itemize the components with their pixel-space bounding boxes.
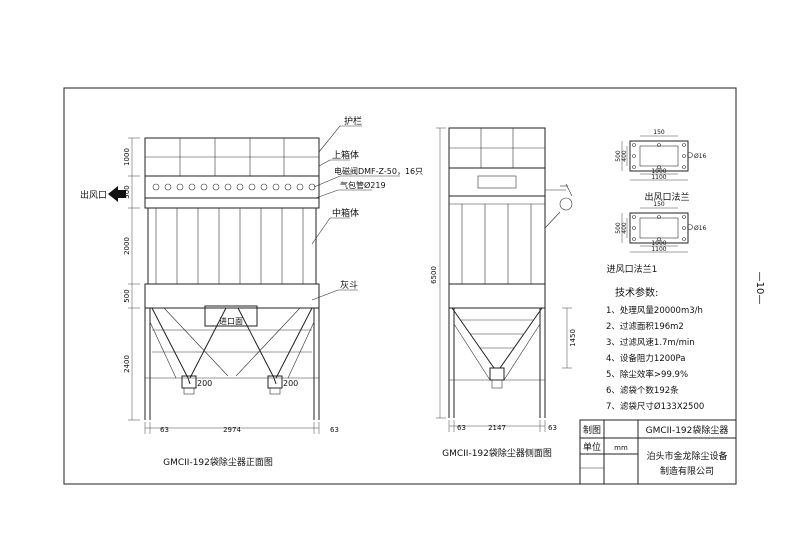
- dim-h1000: 1000: [123, 148, 131, 166]
- inlet-flange: 150 500 400 1000 1100 Ø16 进风口法兰1: [607, 201, 707, 275]
- inlet-mark-label: 进口面: [219, 317, 243, 326]
- tech-params: 技术参数: 1、处理风量20000m3/h 2、过滤面积196m2 3、过滤风速…: [606, 286, 704, 412]
- valve-row: [152, 183, 316, 191]
- side-hopper-outlet: [489, 367, 505, 381]
- front-view-caption: GMCII-192袋除尘器正面图: [163, 456, 273, 468]
- dim-h500b: 500: [123, 289, 131, 302]
- outlet-label: 出风口: [80, 189, 107, 201]
- draw-label: 制图: [583, 424, 601, 436]
- outlet-flange-top: 150: [653, 129, 665, 136]
- tech-item: 4、设备阻力1200Pa: [606, 353, 686, 364]
- dim-side-w63b: 63: [548, 424, 557, 432]
- dim-h2000: 2000: [123, 237, 131, 255]
- outlet-flange-hole: Ø16: [694, 153, 707, 160]
- outlet-flange-h400: 400: [621, 150, 628, 162]
- page-number: —10—: [754, 272, 765, 305]
- inlet-flange-w1100: 1100: [651, 246, 666, 253]
- side-hopper-band: [448, 283, 546, 309]
- dim-side-w63: 63: [457, 424, 466, 432]
- outlet-200-right: 200: [283, 379, 298, 388]
- inlet-flange-w1000: 1000: [651, 240, 666, 247]
- dim-w63-left: 63: [160, 426, 169, 434]
- tech-item: 1、处理风量20000m3/h: [606, 305, 703, 316]
- drawing-frame: [63, 87, 737, 485]
- outlet-flange-h500: 500: [615, 150, 622, 162]
- hopper-band: [144, 283, 320, 309]
- side-view-caption: GMCII-192袋除尘器侧面图: [442, 447, 552, 459]
- guardrail-label: 护栏: [344, 115, 362, 127]
- company-line2: 制造有限公司: [660, 465, 714, 477]
- tech-item: 5、除尘效率>99.9%: [606, 369, 688, 380]
- inlet-flange-hole: Ø16: [694, 225, 707, 232]
- outlet-flange: 150 500 400 1000 1100 Ø16 出风口法兰: [615, 129, 707, 203]
- side-middle-box: [448, 195, 546, 285]
- pipe-label: 气包管Ø219: [340, 180, 386, 190]
- air-pipe: [144, 197, 320, 209]
- tech-item: 2、过滤面积196m2: [606, 321, 684, 332]
- dim-h2400: 2400: [123, 355, 131, 373]
- dim-w2974: 2974: [223, 426, 241, 434]
- dim-w2147: 2147: [488, 424, 506, 432]
- middle-box: [147, 207, 317, 285]
- tech-item: 3、过滤风速1.7m/min: [606, 337, 695, 348]
- dim-h1450: 1450: [569, 329, 577, 347]
- tech-item: 7、滤袋尺寸Ø133X2500: [606, 401, 704, 412]
- outlet-200-left: 200: [197, 379, 212, 388]
- inlet-flange-top: 150: [653, 201, 665, 208]
- dim-w63-right: 63: [330, 426, 339, 434]
- side-upper-box: [448, 167, 546, 197]
- outlet-flange-w1000: 1000: [651, 168, 666, 175]
- inlet-flange-h500: 500: [615, 222, 622, 234]
- middle-box-label: 中箱体: [332, 207, 359, 219]
- tech-title: 技术参数:: [615, 286, 658, 299]
- unit-label: 单位: [583, 441, 601, 453]
- hopper-label: 灰斗: [340, 279, 358, 291]
- inlet-port: [204, 305, 258, 327]
- unit-value: mm: [614, 444, 628, 452]
- dim-h500a: 500: [123, 185, 131, 198]
- side-view: 6500 1450 63 2147 63 GMCII-192袋除尘器侧面图: [430, 127, 577, 459]
- company-line1: 泊头市金龙除尘设备: [646, 450, 727, 462]
- drawing-name: GMCII-192袋除尘器: [646, 424, 729, 436]
- side-valve: [544, 183, 573, 229]
- dim-h6500: 6500: [430, 266, 438, 284]
- inlet-flange-h400: 400: [621, 222, 628, 234]
- upper-box-label: 上箱体: [332, 149, 359, 161]
- inlet-flange-title: 进风口法兰1: [607, 263, 658, 275]
- outlet-flange-w1100: 1100: [651, 174, 666, 181]
- title-block: 制图 单位 mm GMCII-192袋除尘器 泊头市金龙除尘设备 制造有限公司: [579, 419, 737, 485]
- front-view: 进口面 200 200: [80, 115, 423, 468]
- outlet-flange-title: 出风口法兰: [644, 191, 689, 203]
- tech-item: 6、滤袋个数192条: [606, 385, 679, 396]
- outlet-arrow-icon: [108, 186, 126, 202]
- valve-label: 电磁阀DMF-Z-50，16只: [334, 166, 423, 176]
